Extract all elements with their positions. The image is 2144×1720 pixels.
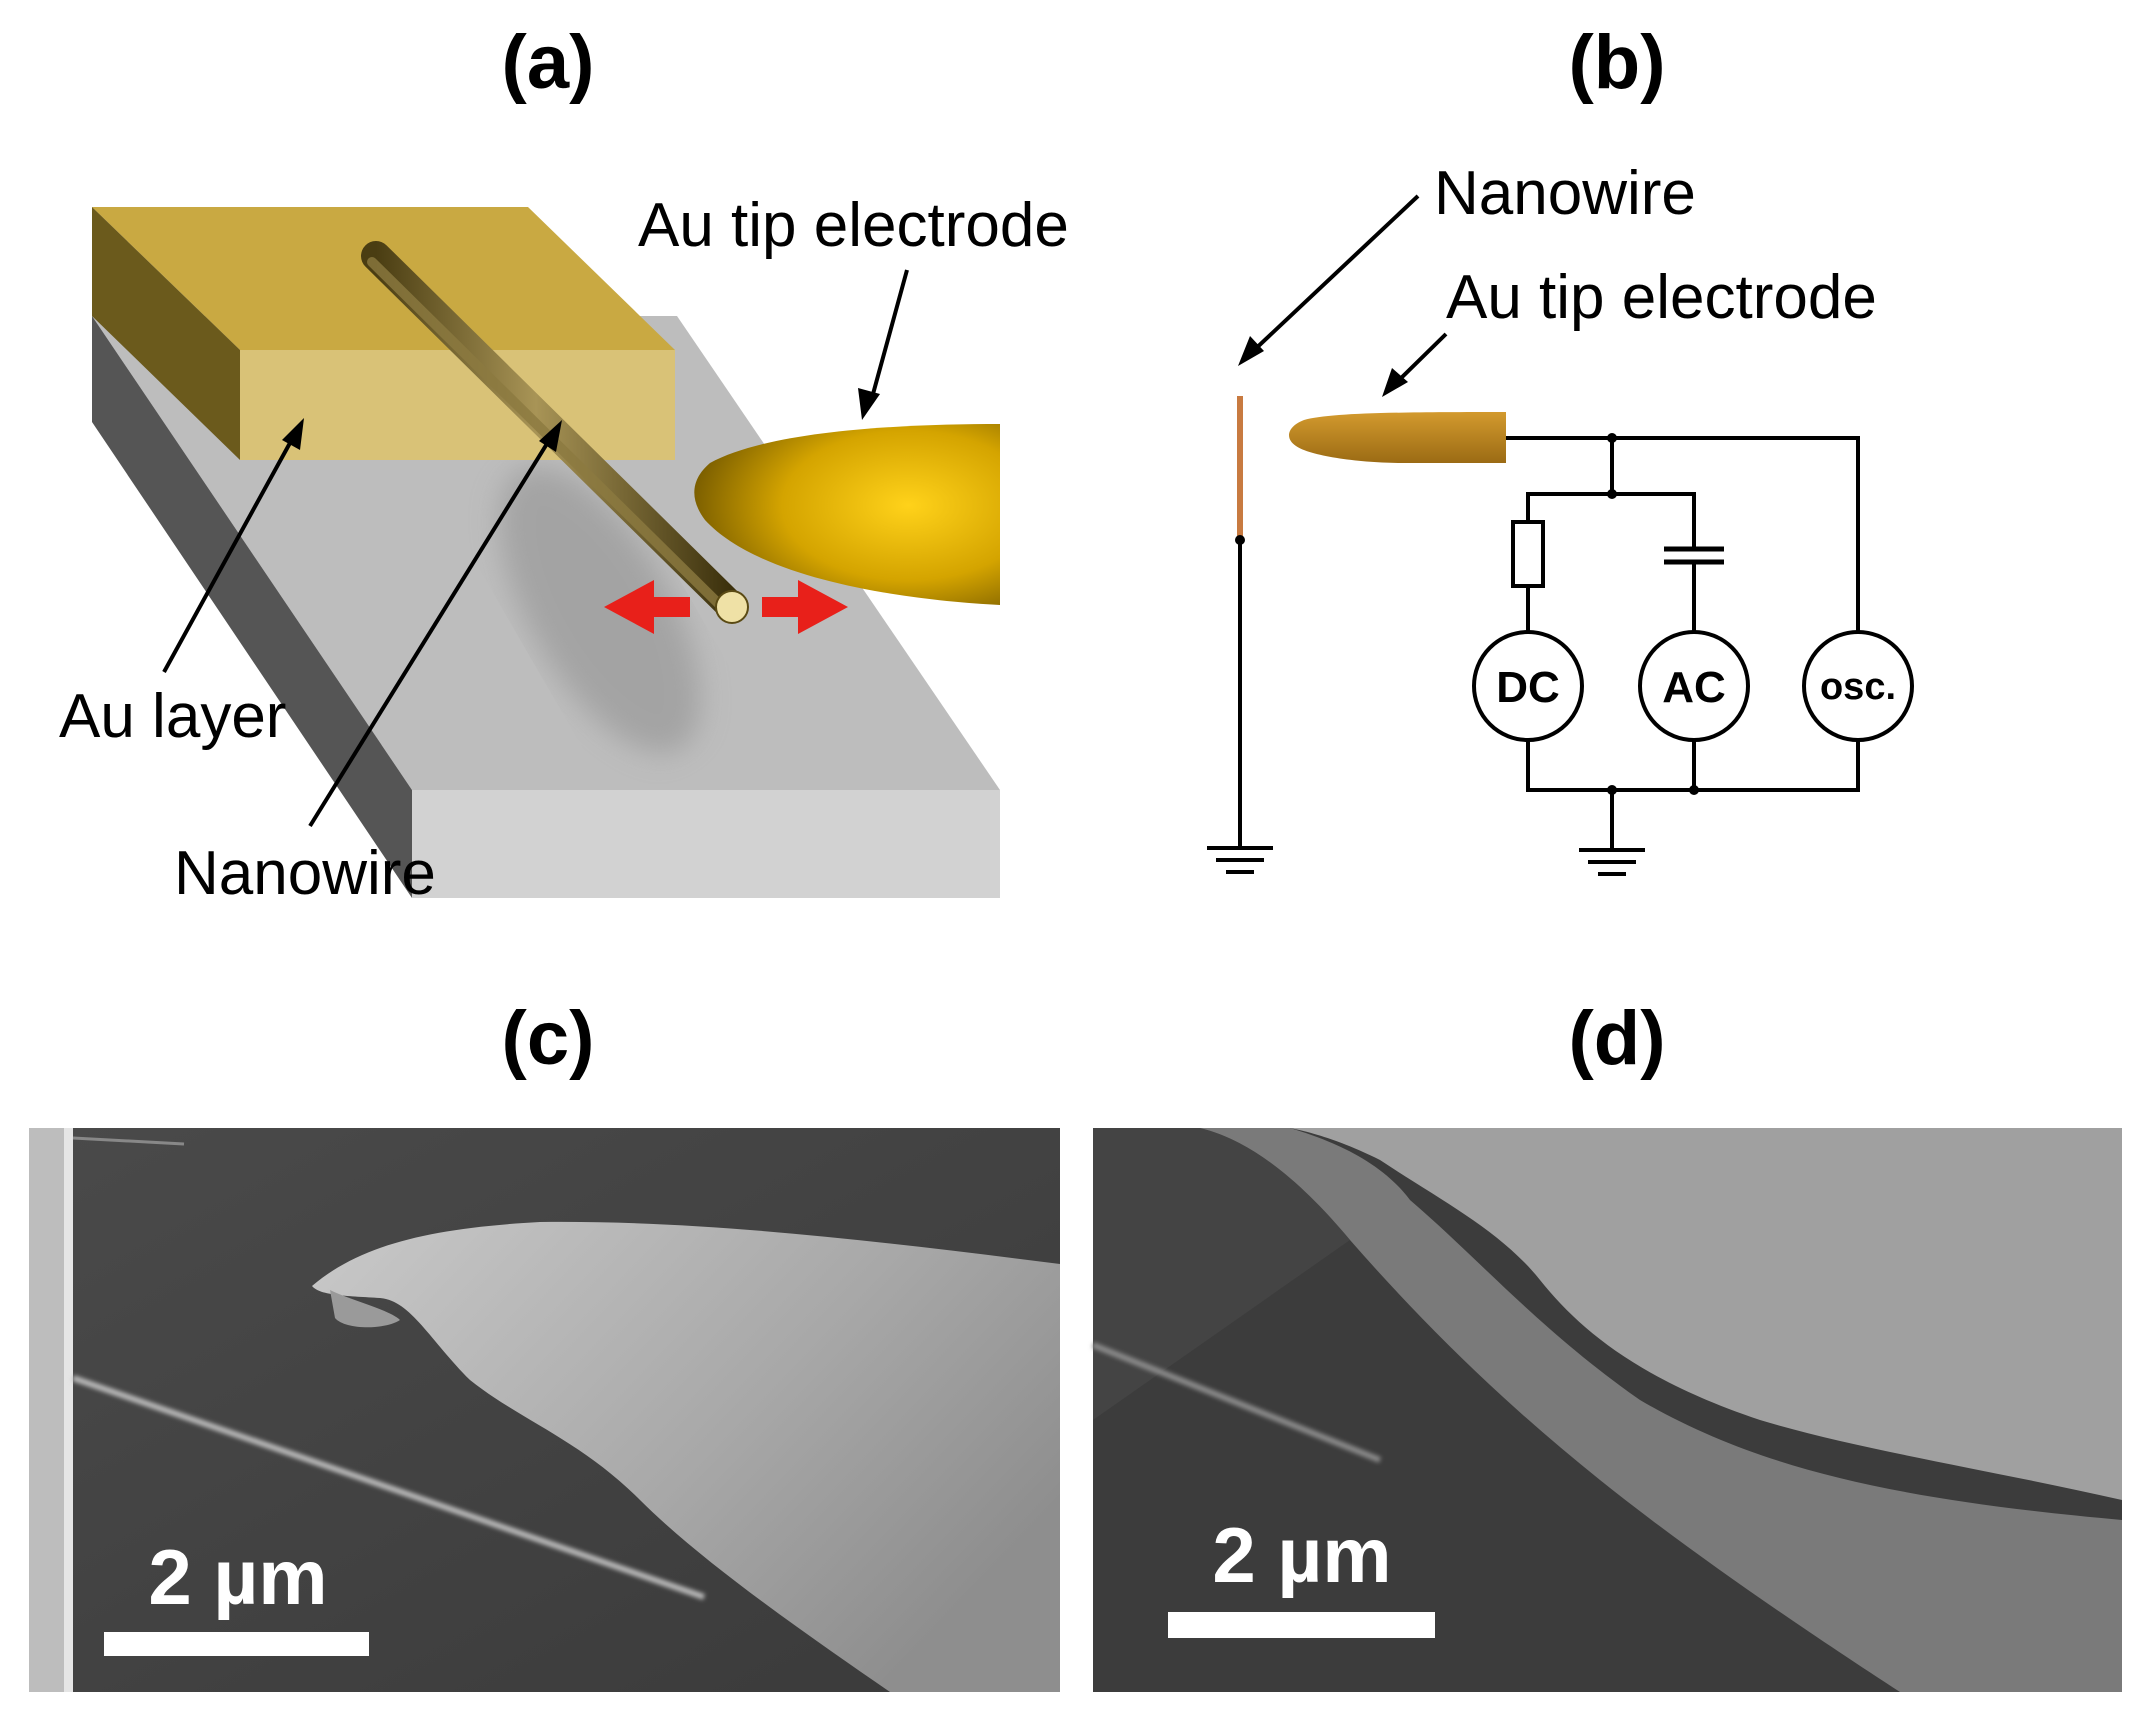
nanowire-shadow	[499, 467, 701, 753]
sem-d-tip-bright	[1290, 1128, 2122, 1500]
callout-au-layer: Au layer	[59, 682, 286, 751]
sem-image-d: 2 µm	[1091, 1128, 2122, 1692]
callout-nanowire-b: Nanowire	[1434, 159, 1696, 228]
oscilloscope-label: osc.	[1820, 666, 1896, 708]
sem-c-tip-debris	[330, 1290, 400, 1328]
sem-c-tip	[312, 1221, 1060, 1692]
callout-au-tip-electrode-b: Au tip electrode	[1446, 263, 1877, 332]
sem-c-nanowire	[72, 1375, 705, 1600]
substrate-left-face	[92, 316, 412, 898]
panel-b-label: (b)	[1568, 20, 1665, 105]
au-layer-left-face	[92, 207, 240, 460]
panel-d-label: (d)	[1568, 996, 1665, 1081]
nanowire-end-cap	[715, 590, 749, 624]
au-layer-front-face	[240, 350, 675, 460]
substrate-front-face	[412, 790, 1000, 898]
oscilloscope: osc.	[1802, 630, 1914, 742]
sem-d-scale-label: 2 µm	[1212, 1511, 1391, 1599]
ground-symbol-icon	[1207, 846, 1273, 874]
sem-c-scale-bar	[104, 1632, 369, 1656]
dc-source: DC	[1472, 630, 1584, 742]
panel-b-callout-arrows	[1238, 194, 1448, 397]
ac-source: AC	[1638, 630, 1750, 742]
ac-source-label: AC	[1662, 663, 1726, 712]
sem-image-c: 2 µm	[29, 1128, 1060, 1692]
panel-a-label: (a)	[502, 20, 595, 105]
sem-d-scale-bar	[1168, 1612, 1435, 1638]
red-arrow-right	[762, 580, 848, 634]
panel-a-callout-arrows	[162, 269, 909, 828]
schematic-tip-electrode	[1289, 412, 1506, 463]
red-arrow-left	[604, 580, 690, 634]
ground-symbol-icon	[1579, 848, 1645, 876]
capacitor-icon	[1664, 546, 1724, 565]
dc-source-label: DC	[1496, 663, 1560, 712]
resistor-icon	[1511, 520, 1545, 588]
sem-d-left-shadow	[1093, 1128, 1350, 1420]
panel-c: (c) 2 µm	[29, 996, 1060, 1692]
sem-c-scale-label: 2 µm	[148, 1533, 327, 1621]
panel-d: (d) 2 µm	[1091, 996, 2122, 1692]
callout-au-tip-electrode-a: Au tip electrode	[638, 191, 1069, 260]
au-tip-electrode	[694, 424, 1000, 605]
sem-d-nanowire	[1091, 1342, 1382, 1463]
panel-c-label: (c)	[502, 996, 595, 1081]
panel-a: (a)	[59, 20, 1069, 908]
double-headed-red-arrow-icon	[604, 580, 848, 634]
panel-b: (b) Nanowire Au tip electrode	[1207, 20, 1914, 876]
callout-nanowire-a: Nanowire	[174, 839, 436, 908]
schematic-junction-dots	[1607, 433, 1699, 795]
sem-d-tip-mid	[1200, 1128, 2122, 1692]
sem-c-top-filament	[72, 1136, 185, 1146]
